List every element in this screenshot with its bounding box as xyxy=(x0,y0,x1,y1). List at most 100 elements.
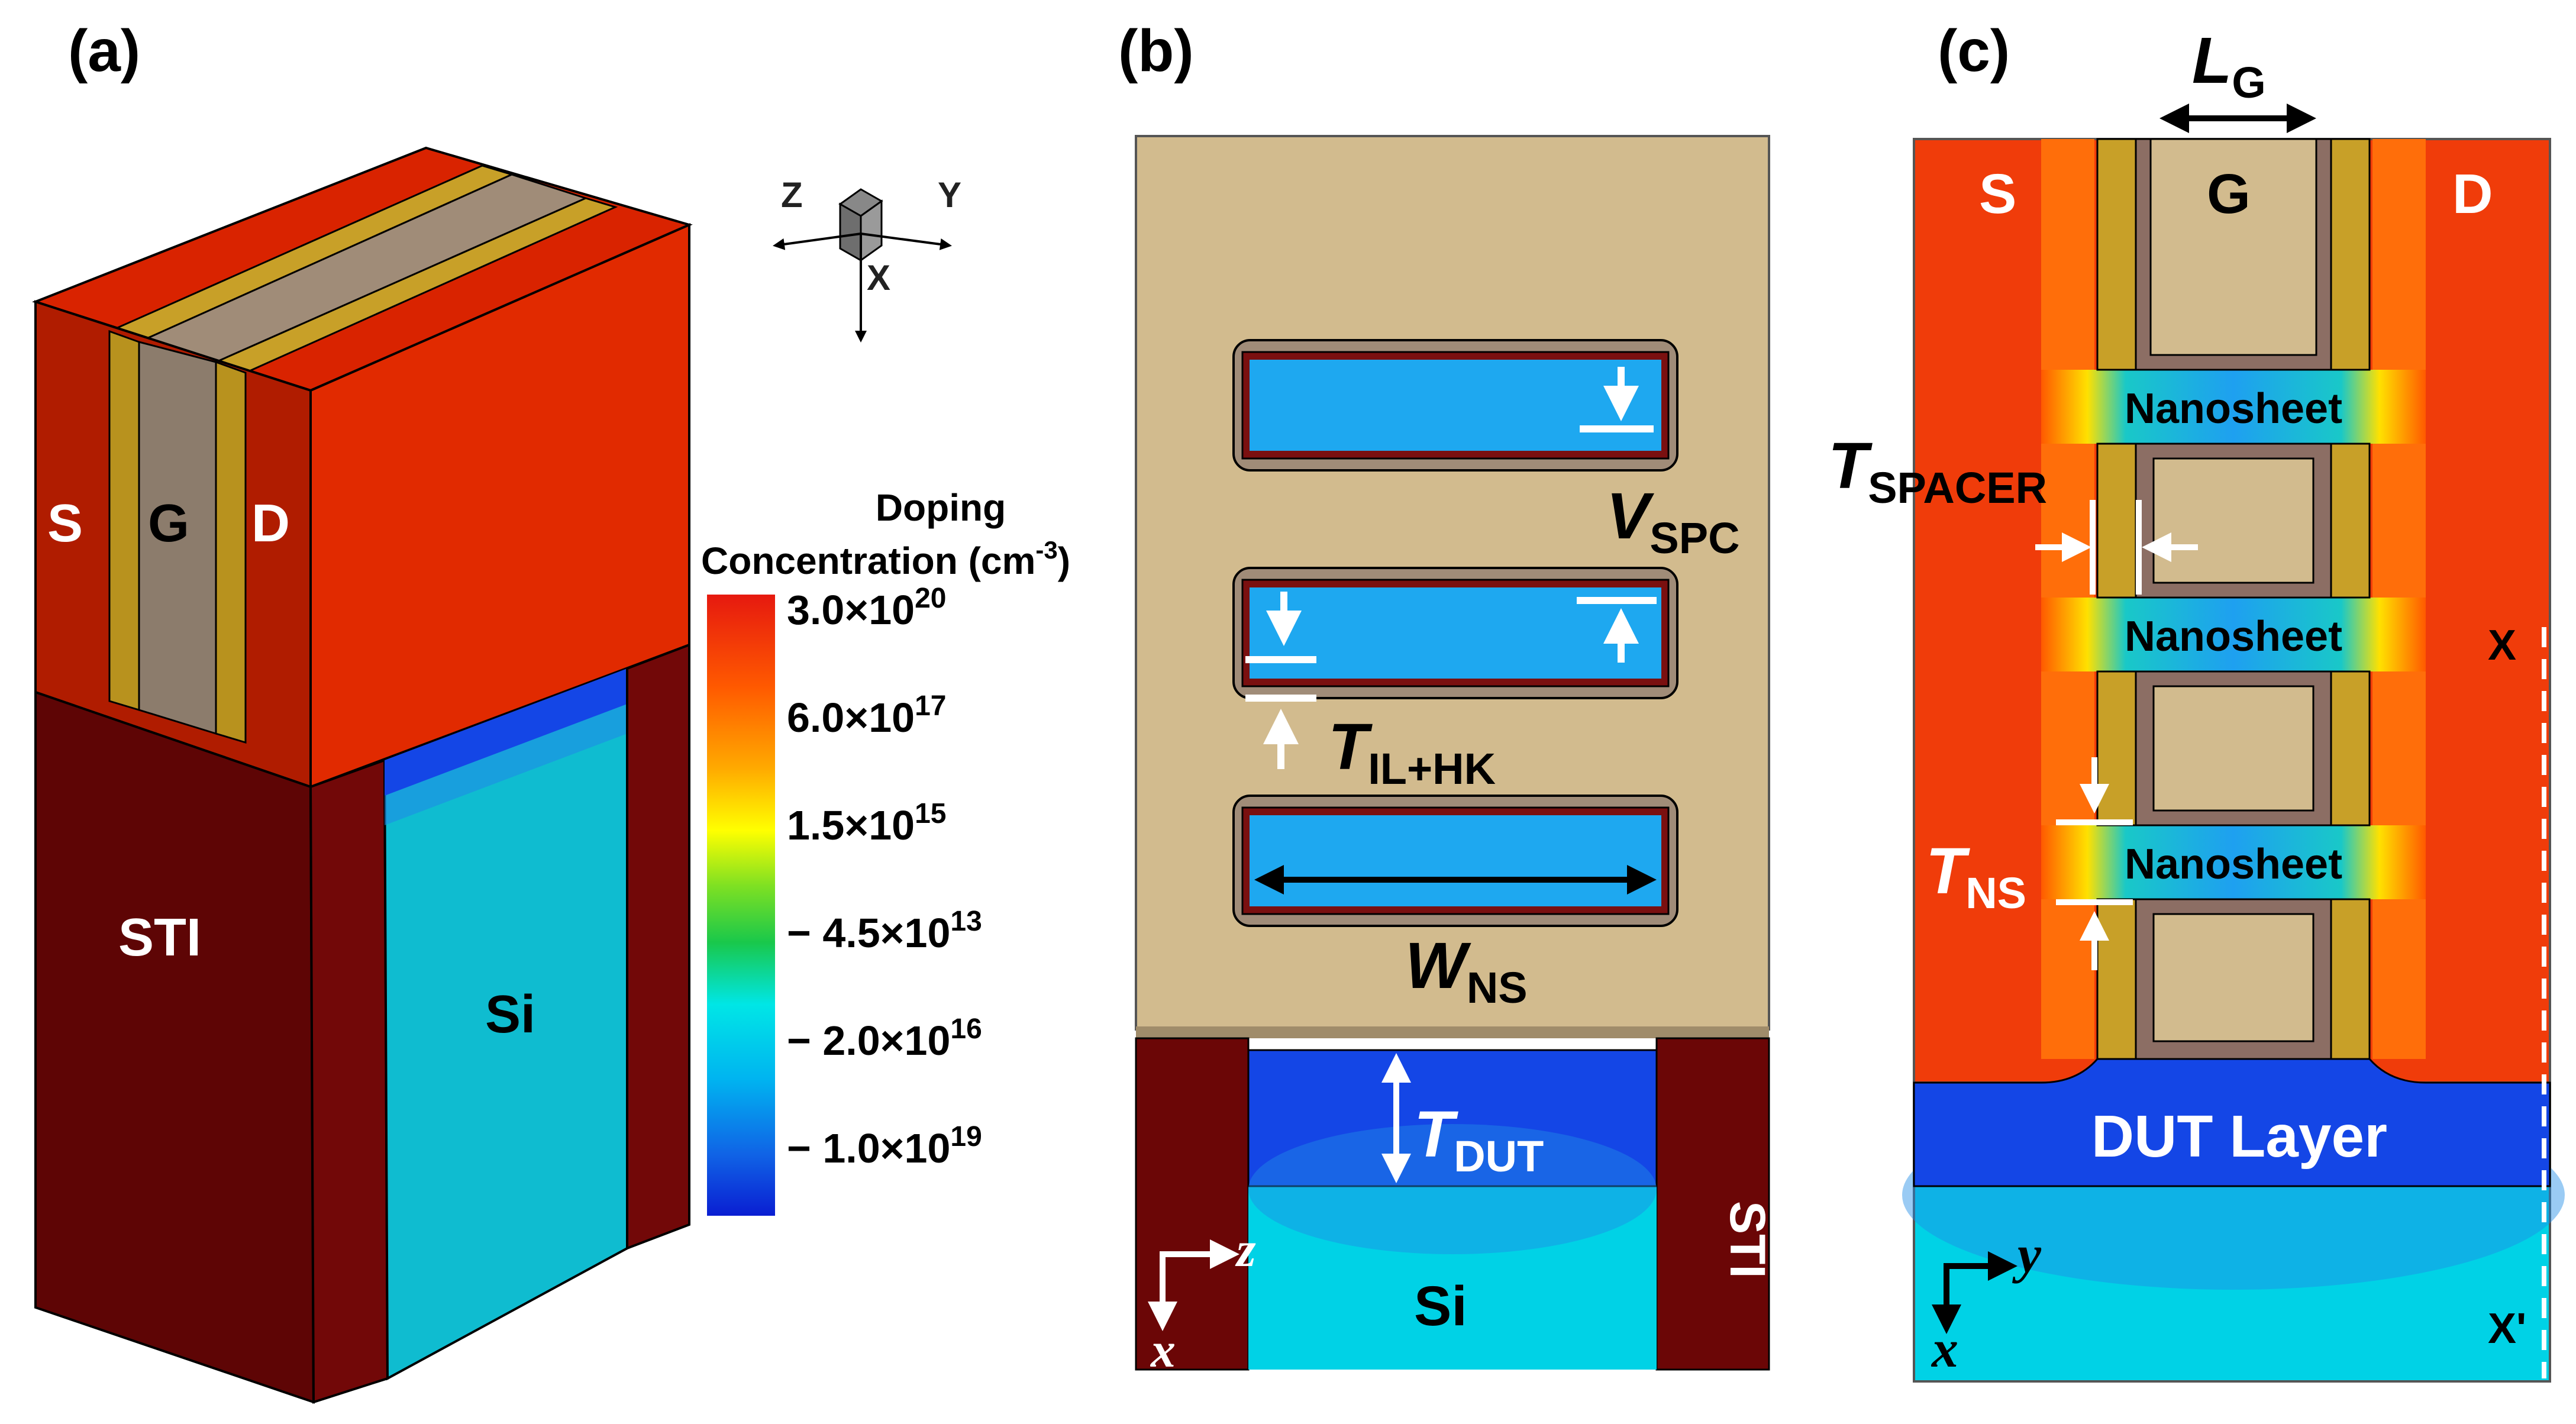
label-nanosheet-3: Nanosheet xyxy=(2125,841,2342,888)
label-v-spc-main: V xyxy=(1606,480,1655,553)
label-nanosheet-2: Nanosheet xyxy=(2125,613,2342,660)
axis-z-line xyxy=(773,233,861,250)
region-sti-label: STI xyxy=(118,908,201,967)
label-w-ns-sub: NS xyxy=(1467,963,1528,1012)
colorbar-tick-mantissa: − 4.5×10 xyxy=(787,910,950,956)
nanosheet-b-3 xyxy=(1232,795,1678,927)
dut-c-layer xyxy=(1913,1058,2551,1187)
dut-layer-fade xyxy=(385,704,627,825)
sti-front-right xyxy=(626,643,690,1250)
label-x-bottom: X' xyxy=(2488,1305,2526,1352)
nanosheet-c-1 xyxy=(2041,370,2426,444)
axis-b-x-label: x xyxy=(1150,1323,1176,1378)
label-t-ns: TNS xyxy=(1926,835,2026,918)
region-si-label: Si xyxy=(485,985,535,1044)
gate-left-spacer1 xyxy=(108,330,140,712)
colorbar-tick-exponent: 20 xyxy=(915,583,946,614)
axis-b-z-label: z xyxy=(1235,1222,1256,1277)
label-t-ilhk-sub: IL+HK xyxy=(1368,744,1496,793)
label-v-spc: VSPC xyxy=(1606,480,1740,563)
panel-c-label: (c) xyxy=(1938,18,2010,84)
label-x-top: X xyxy=(2488,622,2516,669)
axis-y-label: Y xyxy=(938,175,961,215)
colorbar-title-close: ) xyxy=(1058,540,1070,582)
label-t-ilhk: TIL+HK xyxy=(1328,711,1496,793)
panel-b: (b) VSPC xyxy=(1118,18,1776,1378)
dut-layer-front xyxy=(385,669,627,796)
label-t-dut: TDUT xyxy=(1414,1098,1544,1181)
colorbar-tick-mantissa: − 1.0×10 xyxy=(787,1125,950,1171)
label-v-spc-sub: SPC xyxy=(1649,514,1739,563)
axis-y-line xyxy=(860,233,952,250)
label-t-ilhk-main: T xyxy=(1328,711,1373,783)
label-w-ns: WNS xyxy=(1405,929,1528,1012)
panel-c: (c) LG xyxy=(1828,18,2565,1383)
nanosheet-b-1 xyxy=(1232,339,1678,472)
label-t-spacer-main: T xyxy=(1828,430,1873,502)
panel-a: (a) S G D STI Si xyxy=(32,18,1070,1404)
colorbar-gradient xyxy=(707,595,775,1216)
label-t-spacer-sub: SPACER xyxy=(1868,463,2047,512)
colorbar-title-exp: -3 xyxy=(1035,536,1057,564)
label-t-spacer: TSPACER xyxy=(1828,430,2047,512)
region-s-label: S xyxy=(47,494,83,553)
gate-c-3 xyxy=(2096,670,2371,826)
label-t-ns-main: T xyxy=(1926,835,1970,908)
label-l-g: LG xyxy=(2192,24,2266,107)
label-w-ns-main: W xyxy=(1405,929,1471,1002)
panel-b-label: (b) xyxy=(1118,18,1194,84)
colorbar-title-line2: Concentration (cm-3) xyxy=(701,536,1070,582)
colorbar-tick-4: − 4.5×1013 xyxy=(787,906,982,956)
axis-c-x-label: x xyxy=(1931,1320,1958,1378)
colorbar-title-main: Concentration (cm xyxy=(701,540,1035,582)
gate-c-4 xyxy=(2096,898,2371,1060)
sti-left-face xyxy=(34,690,315,1404)
sti-b-right xyxy=(1655,1037,1770,1371)
nanosheet-c-2 xyxy=(2041,598,2426,671)
si-b-depletion xyxy=(1248,1124,1657,1254)
colorbar-tick-6: − 1.0×1019 xyxy=(787,1121,982,1171)
label-t-ns-sub: NS xyxy=(1965,868,2026,918)
label-t-dut-main: T xyxy=(1414,1098,1458,1171)
nanosheet-c-3 xyxy=(2041,825,2426,899)
colorbar-title-line1: Doping xyxy=(876,486,1006,529)
region-g-label: G xyxy=(148,494,189,553)
axis-z-label: Z xyxy=(781,175,803,215)
colorbar-tick-mantissa: − 2.0×10 xyxy=(787,1018,950,1064)
panel-a-label: (a) xyxy=(68,18,140,84)
colorbar-tick-1: 3.0×1020 xyxy=(787,583,946,633)
gate-c-2 xyxy=(2096,443,2371,599)
colorbar-tick-mantissa: 1.5×10 xyxy=(787,802,915,848)
colorbar-ticks: 3.0×1020 6.0×1017 1.5×1015 − 4.5×1013 − 2.0×… xyxy=(787,583,982,1171)
label-dut-layer: DUT Layer xyxy=(2091,1103,2387,1170)
colorbar-tick-3: 1.5×1015 xyxy=(787,798,946,848)
sti-front-left xyxy=(309,758,389,1404)
colorbar: Doping Concentration (cm-3) 3.0×1020 6.0×… xyxy=(701,486,1070,1216)
label-sti-b: STI xyxy=(1720,1201,1776,1278)
sti-b-left xyxy=(1135,1037,1250,1371)
colorbar-tick-mantissa: 6.0×10 xyxy=(787,695,915,741)
gate-c-top xyxy=(2096,138,2371,371)
nanosheet-b-2 xyxy=(1232,567,1678,699)
colorbar-tick-exponent: 15 xyxy=(915,798,946,829)
colorbar-tick-exponent: 13 xyxy=(950,906,982,937)
gate-bottom-line xyxy=(1136,1026,1769,1038)
label-l-g-main: L xyxy=(2192,24,2232,97)
label-s-c: S xyxy=(1979,163,2016,225)
colorbar-tick-exponent: 19 xyxy=(950,1121,982,1152)
region-d-label: D xyxy=(251,494,290,553)
label-nanosheet-1: Nanosheet xyxy=(2125,385,2342,432)
colorbar-tick-2: 6.0×1017 xyxy=(787,690,946,741)
label-l-g-sub: G xyxy=(2232,58,2266,107)
label-si-b: Si xyxy=(1414,1275,1467,1338)
label-t-dut-sub: DUT xyxy=(1454,1132,1544,1181)
dut-b-layer xyxy=(1247,1049,1658,1187)
axis-x-label: X xyxy=(867,258,890,298)
colorbar-tick-mantissa: 3.0×10 xyxy=(787,587,915,633)
colorbar-tick-exponent: 17 xyxy=(915,690,946,722)
colorbar-tick-5: − 2.0×1016 xyxy=(787,1013,982,1064)
label-g-c: G xyxy=(2207,163,2251,225)
gate-left-spacer2 xyxy=(215,360,247,744)
label-d-c: D xyxy=(2452,163,2493,225)
